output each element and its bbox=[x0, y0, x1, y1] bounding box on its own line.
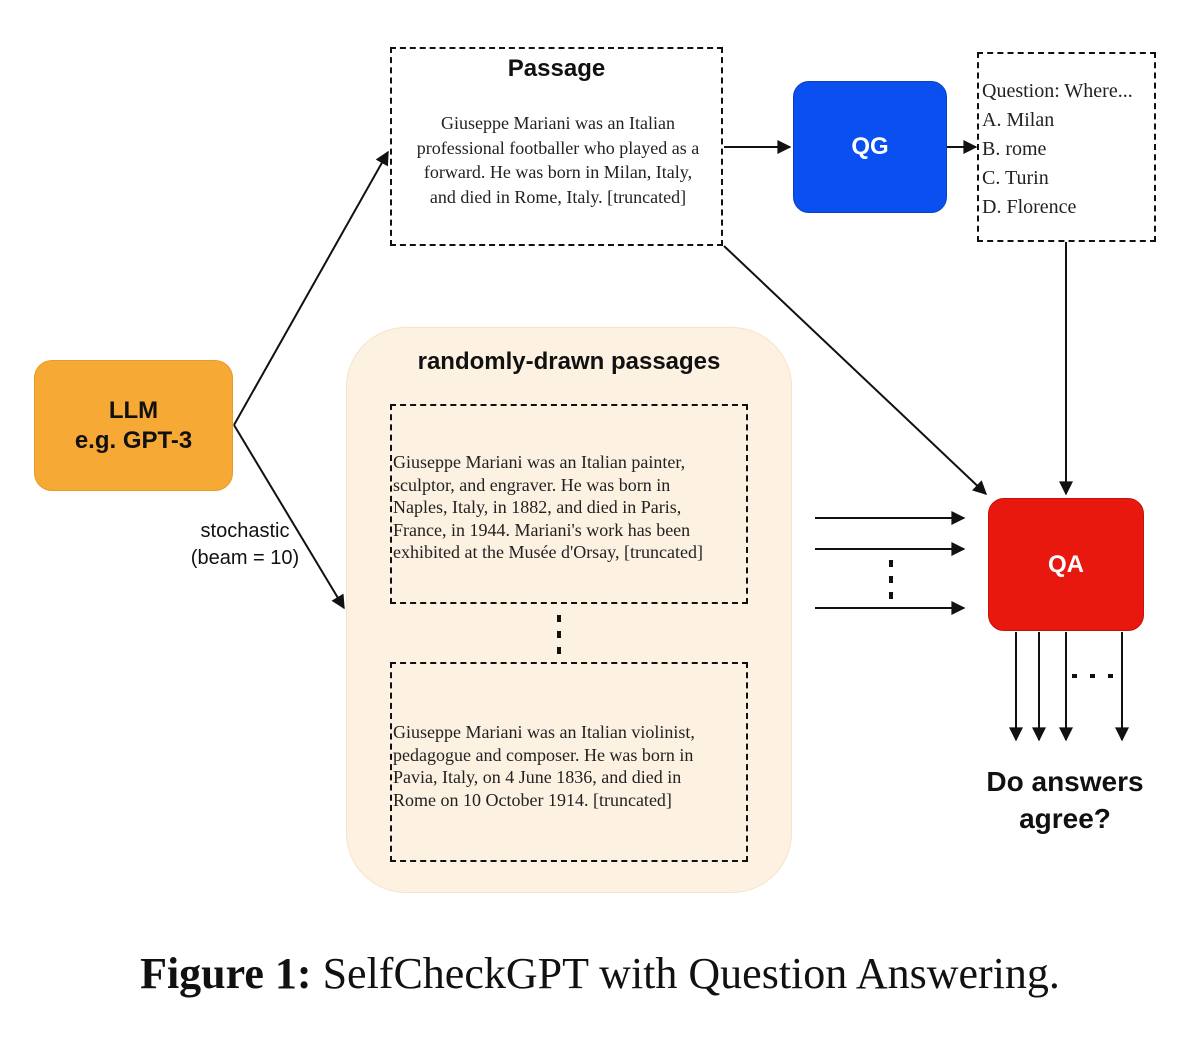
dot bbox=[889, 592, 893, 599]
random-passages-container: randomly-drawn passages bbox=[346, 327, 792, 893]
dot bbox=[1090, 674, 1095, 678]
ellipsis-dots bbox=[557, 560, 1113, 678]
sample-passage-1: Giuseppe Mariani was an Italian painter,… bbox=[390, 404, 748, 604]
sample-2-line: Giuseppe Mariani was an Italian violinis… bbox=[393, 722, 695, 742]
llm-to-passage-arrow bbox=[233, 150, 389, 426]
dot bbox=[557, 647, 561, 654]
dot bbox=[1108, 674, 1113, 678]
figure-caption: Figure 1: SelfCheckGPT with Question Ans… bbox=[0, 948, 1200, 999]
passage-line: professional footballer who played as a bbox=[416, 137, 700, 158]
passage-box: Passage Giuseppe Mariani was an Italian … bbox=[390, 47, 723, 246]
dot bbox=[557, 631, 561, 638]
sample-passage-2-text: Giuseppe Mariani was an Italian violinis… bbox=[393, 721, 695, 811]
dot bbox=[889, 560, 893, 567]
passage-line: Giuseppe Mariani was an Italian bbox=[441, 113, 675, 133]
beam-line: (beam = 10) bbox=[190, 547, 300, 569]
question-option: C. Turin bbox=[982, 167, 1049, 189]
sample-1-line: Giuseppe Mariani was an Italian painter, bbox=[393, 452, 686, 472]
sample-1-line: sculptor, and engraver. He was born in bbox=[393, 474, 671, 495]
qa-label: QA bbox=[1048, 550, 1084, 578]
caption-text: SelfCheckGPT with Question Answering. bbox=[311, 949, 1060, 998]
question-text: Question: Where... A. Milan B. rome C. T… bbox=[982, 77, 1133, 222]
sample-2-line: pedagogue and composer. He was born in bbox=[393, 744, 694, 765]
sample-1-line: exhibited at the Musée d'Orsay, [truncat… bbox=[393, 542, 703, 562]
question-option: A. Milan bbox=[982, 109, 1055, 131]
sample-2-line: Rome on 10 October 1914. [truncated] bbox=[393, 789, 672, 810]
random-passages-title: randomly-drawn passages bbox=[417, 348, 721, 375]
passage-to-qa-arrow bbox=[723, 245, 988, 495]
question-option: B. rome bbox=[982, 138, 1047, 160]
qg-node: QG bbox=[793, 81, 947, 213]
passage-title: Passage bbox=[507, 55, 606, 82]
question-line: Question: Where... bbox=[982, 80, 1133, 102]
passage-line: and died in Rome, Italy. [truncated] bbox=[429, 186, 687, 207]
passage-line: forward. He was born in Milan, Italy, bbox=[423, 162, 693, 182]
dot bbox=[1072, 674, 1077, 678]
sample-passage-1-text: Giuseppe Mariani was an Italian painter,… bbox=[393, 451, 703, 564]
stochastic-line: stochastic bbox=[200, 520, 290, 542]
agree-label: Do answers agree? bbox=[960, 763, 1170, 837]
llm-label: LLM bbox=[108, 396, 159, 424]
sample-1-line: France, in 1944. Mariani's work has been bbox=[393, 519, 691, 540]
question-option: D. Florence bbox=[982, 196, 1077, 218]
qa-node: QA bbox=[988, 498, 1144, 631]
stochastic-label: stochastic (beam = 10) bbox=[180, 518, 310, 572]
agree-line-1: Do answers bbox=[986, 766, 1144, 797]
question-box: Question: Where... A. Milan B. rome C. T… bbox=[977, 52, 1156, 242]
agree-line-2: agree? bbox=[1019, 803, 1111, 834]
sample-passage-2: Giuseppe Mariani was an Italian violinis… bbox=[390, 662, 748, 862]
dot bbox=[889, 576, 893, 583]
llm-node: LLM e.g. GPT-3 bbox=[34, 360, 233, 491]
dot bbox=[557, 615, 561, 622]
caption-prefix: Figure 1: bbox=[140, 949, 312, 998]
qg-label: QG bbox=[851, 133, 889, 160]
passage-text: Giuseppe Mariani was an Italian professi… bbox=[398, 111, 718, 209]
llm-example-label: e.g. GPT-3 bbox=[74, 426, 193, 454]
sample-2-line: Pavia, Italy, on 4 June 1836, and died i… bbox=[393, 767, 682, 787]
sample-1-line: Naples, Italy, in 1882, and died in Pari… bbox=[393, 497, 682, 517]
llm-to-samples-arrow bbox=[233, 424, 345, 610]
